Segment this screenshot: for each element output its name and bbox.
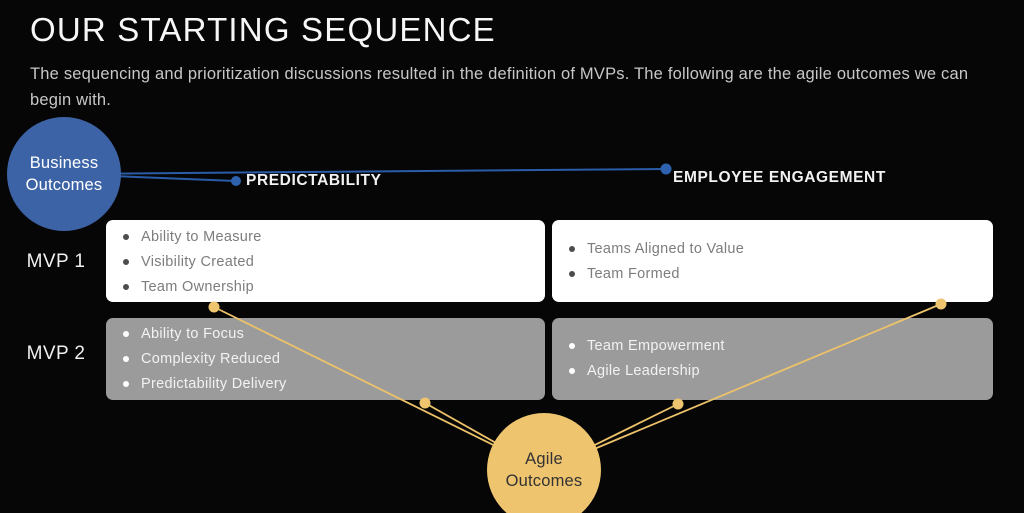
agile-outcomes-node: Agile Outcomes [487, 413, 601, 513]
connector-dot-predictability [231, 176, 241, 186]
row-label-mvp1: MVP 1 [26, 251, 86, 272]
list-item: Team Ownership [123, 274, 545, 299]
list-item: Team Empowerment [569, 333, 993, 358]
connector-dot-mvp2-engagement [672, 398, 684, 410]
list-item-label: Ability to Measure [141, 228, 262, 245]
bullet-icon [123, 233, 129, 240]
list-item: Visibility Created [123, 249, 545, 274]
business-outcomes-label: Business Outcomes [25, 153, 103, 194]
bullet-icon [569, 270, 575, 277]
page-subtitle: The sequencing and prioritization discus… [30, 65, 969, 110]
bullet-icon [123, 283, 129, 290]
list-item-label: Ability to Focus [141, 325, 245, 342]
list-item-label: Team Empowerment [587, 337, 725, 354]
connector-dot-engagement [660, 163, 672, 175]
list-item: Team Formed [569, 261, 993, 286]
bullet-icon [569, 342, 575, 349]
list-item: Agile Leadership [569, 358, 993, 383]
agile-outcomes-label: Agile Outcomes [505, 449, 583, 490]
list-item-label: Predictability Delivery [141, 375, 287, 392]
list-item-label: Agile Leadership [587, 362, 700, 379]
list-item: Complexity Reduced [123, 346, 545, 371]
list-item-label: Team Formed [587, 265, 680, 282]
business-outcomes-node: Business Outcomes [7, 117, 121, 231]
row-label-mvp2: MVP 2 [26, 343, 86, 364]
column-header-predictability: PREDICTABILITY [246, 172, 382, 189]
list-item: Predictability Delivery [123, 371, 545, 396]
column-header-employee-engagement: EMPLOYEE ENGAGEMENT [673, 169, 886, 186]
bullet-icon [569, 367, 575, 374]
list-item-label: Visibility Created [141, 253, 255, 270]
bullet-icon [123, 258, 129, 265]
bullet-icon [123, 380, 129, 387]
list-item-label: Teams Aligned to Value [587, 240, 745, 257]
list-item: Ability to Measure [123, 224, 545, 249]
bullet-icon [123, 330, 129, 337]
bullet-icon [123, 355, 129, 362]
list-item-label: Team Ownership [141, 278, 254, 295]
connector-dot-mvp1-predictability [208, 301, 220, 313]
list-item-label: Complexity Reduced [141, 350, 281, 367]
bullet-icon [569, 245, 575, 252]
list-item: Ability to Focus [123, 321, 545, 346]
list-item: Teams Aligned to Value [569, 236, 993, 261]
page-title: OUR STARTING SEQUENCE [30, 11, 496, 48]
